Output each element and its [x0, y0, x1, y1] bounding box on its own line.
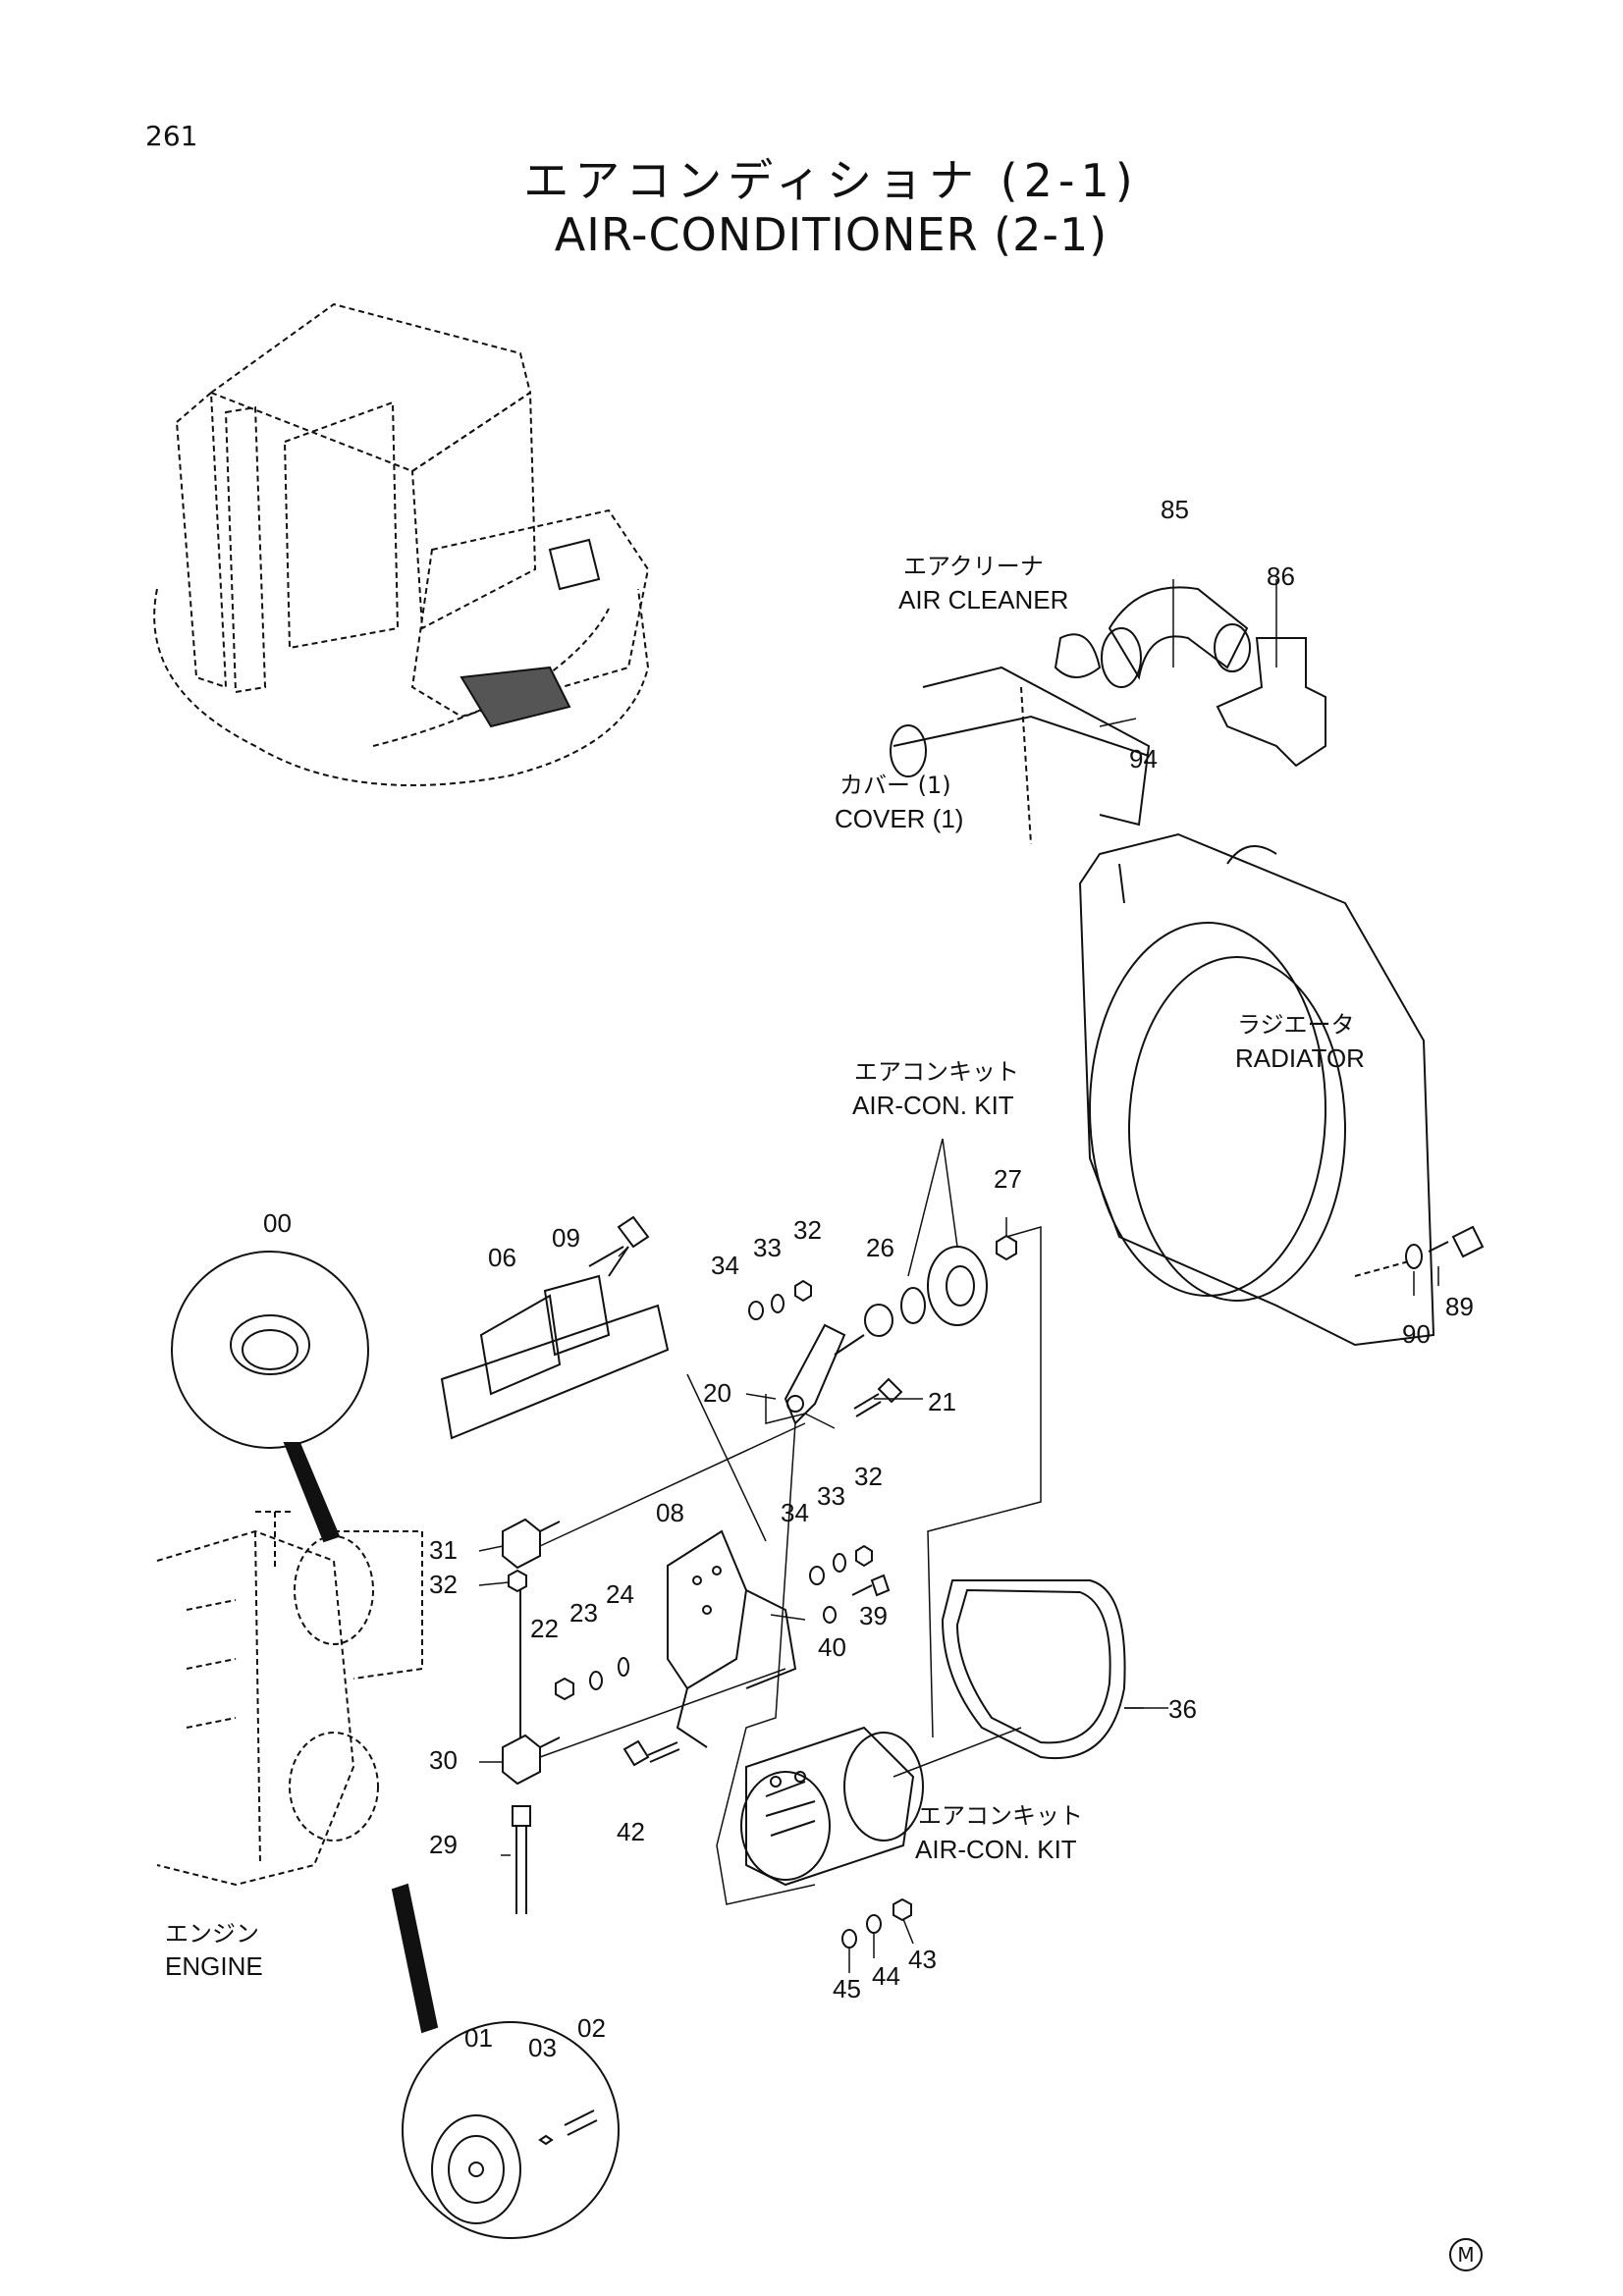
- label-aircon-kit1-jp: エアコンキット: [854, 1058, 1019, 1086]
- part-85: 85: [1161, 495, 1189, 524]
- nut-32c: [508, 1569, 527, 1593]
- page-number: 261: [145, 120, 198, 152]
- part-86: 86: [1267, 561, 1295, 591]
- part-33b: 33: [817, 1481, 845, 1511]
- nut-27: [996, 1234, 1017, 1261]
- part-36: 36: [1168, 1694, 1197, 1724]
- bracket-06: [440, 1246, 670, 1440]
- engine-illustration: [156, 1511, 423, 1887]
- nut-22: [555, 1677, 574, 1701]
- washer-34a: [748, 1301, 764, 1320]
- leader-lines: [478, 579, 1439, 1973]
- label-air-cleaner-en: AIR CLEANER: [898, 585, 1068, 614]
- washer-90: [1405, 1244, 1423, 1269]
- label-engine-en: ENGINE: [165, 1951, 263, 1981]
- detail-circle-00: [171, 1251, 369, 1543]
- part-27: 27: [994, 1164, 1022, 1194]
- washer-33a: [771, 1294, 784, 1313]
- part-43: 43: [908, 1945, 937, 1974]
- part-21: 21: [928, 1387, 956, 1416]
- arm-20: [784, 1323, 865, 1425]
- part-90: 90: [1402, 1319, 1431, 1349]
- washer-45: [841, 1929, 857, 1949]
- part-24: 24: [606, 1579, 634, 1609]
- nut-32a: [794, 1279, 812, 1303]
- label-cover-jp: カバー (1): [839, 772, 951, 799]
- part-40: 40: [818, 1632, 846, 1662]
- washer-33b: [833, 1553, 846, 1573]
- part-33a: 33: [753, 1233, 782, 1262]
- part-34b: 34: [781, 1498, 809, 1527]
- radiator-illustration: [1078, 832, 1435, 1347]
- bolt-21: [853, 1377, 903, 1417]
- washer-ring: [900, 1287, 926, 1324]
- catalog-mark: M: [1449, 2238, 1483, 2271]
- part-32a: 32: [793, 1215, 822, 1245]
- nut-43: [893, 1897, 912, 1922]
- part-94: 94: [1129, 744, 1158, 774]
- washer-34b: [809, 1566, 825, 1585]
- spacer-26: [864, 1304, 893, 1337]
- page-title-en: AIR-CONDITIONER (2-1): [554, 208, 1109, 261]
- bracket-08: [667, 1529, 797, 1748]
- excavator-illustration: [153, 302, 650, 786]
- label-aircon-kit1-en: AIR-CON. KIT: [852, 1091, 1014, 1120]
- compressor: [740, 1726, 924, 1887]
- part-44: 44: [872, 1961, 900, 1991]
- label-radiator-jp: ラジエータ: [1237, 1011, 1355, 1039]
- label-radiator-en: RADIATOR: [1235, 1043, 1365, 1073]
- detail-circle-01: [391, 1883, 620, 2239]
- washer-23: [589, 1671, 603, 1690]
- block-30: [502, 1734, 561, 1786]
- label-aircon-kit2-jp: エアコンキット: [918, 1802, 1083, 1830]
- part-09: 09: [552, 1223, 580, 1253]
- part-32c: 32: [429, 1570, 458, 1599]
- bolt-29: [512, 1805, 531, 1914]
- part-89: 89: [1445, 1292, 1474, 1321]
- part-00: 00: [263, 1208, 292, 1238]
- label-engine-jp: エンジン: [165, 1920, 259, 1948]
- part-29: 29: [429, 1830, 458, 1859]
- idler-pulley: [927, 1246, 988, 1326]
- label-cover-en: COVER (1): [835, 804, 963, 833]
- part-39: 39: [859, 1601, 888, 1630]
- part-08: 08: [656, 1498, 684, 1527]
- part-02: 02: [577, 2013, 606, 2043]
- nut-32b: [855, 1544, 873, 1568]
- block-31: [502, 1518, 561, 1570]
- bolt-39: [851, 1574, 891, 1597]
- belt-36: [941, 1579, 1126, 1760]
- label-aircon-kit2-en: AIR-CON. KIT: [915, 1835, 1077, 1864]
- part-34a: 34: [711, 1251, 739, 1280]
- part-20: 20: [703, 1378, 731, 1408]
- part-42: 42: [617, 1817, 645, 1846]
- part-32b: 32: [854, 1462, 883, 1491]
- bracket-86: [1216, 637, 1326, 768]
- bolt-09: [608, 1215, 650, 1277]
- bolt-89: [1428, 1225, 1485, 1258]
- page-title-jp: エアコンディショナ (2-1): [523, 154, 1139, 207]
- cover-pipe-assembly: [890, 666, 1151, 845]
- part-06: 06: [488, 1243, 516, 1272]
- part-30: 30: [429, 1745, 458, 1775]
- label-air-cleaner-jp: エアクリーナ: [903, 553, 1044, 580]
- part-45: 45: [833, 1974, 861, 2003]
- washer-44: [866, 1914, 882, 1934]
- part-23: 23: [569, 1598, 598, 1628]
- part-22: 22: [530, 1614, 559, 1643]
- part-31: 31: [429, 1535, 458, 1565]
- part-01: 01: [464, 2023, 493, 2053]
- part-03: 03: [528, 2033, 557, 2062]
- air-cleaner-hose: [1054, 586, 1251, 688]
- washer-40: [823, 1606, 837, 1624]
- washer-24: [618, 1657, 629, 1677]
- bolt-42: [622, 1739, 680, 1767]
- part-26: 26: [866, 1233, 894, 1262]
